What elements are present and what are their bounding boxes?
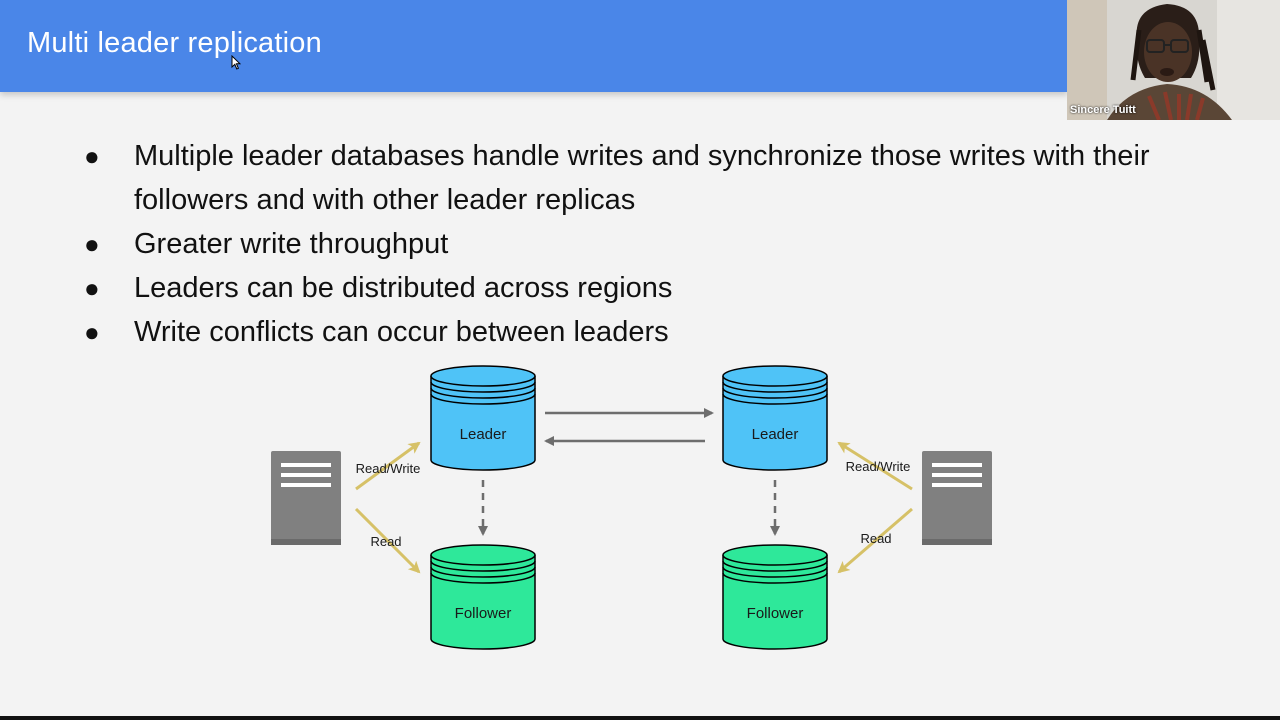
leader-right-label: Leader bbox=[752, 426, 799, 443]
leader-left-label: Leader bbox=[460, 426, 507, 443]
bullet-text: Multiple leader databases handle writes … bbox=[134, 140, 1150, 216]
participant-avatar bbox=[1067, 0, 1280, 120]
bullet-dot-icon: ● bbox=[84, 141, 100, 171]
bullet-item: ● Write conflicts can occur between leade… bbox=[82, 310, 1212, 354]
client-server-right-icon bbox=[922, 451, 992, 545]
bullet-list: ● Multiple leader databases handle writes… bbox=[82, 134, 1212, 354]
follower-left-label: Follower bbox=[455, 605, 512, 622]
bullet-text: Leaders can be distributed across region… bbox=[134, 272, 673, 304]
title-bar: Multi leader replication bbox=[0, 0, 1068, 92]
read-label-left: Read bbox=[370, 534, 401, 549]
readwrite-arrow-left bbox=[355, 441, 421, 491]
bullet-item: ● Greater write throughput bbox=[82, 222, 1212, 266]
client-server-left-icon bbox=[271, 451, 341, 545]
mouse-cursor-icon bbox=[231, 55, 241, 70]
slide-title: Multi leader replication bbox=[27, 27, 322, 59]
bullet-dot-icon: ● bbox=[84, 229, 100, 259]
read-arrow-left bbox=[354, 507, 421, 574]
bullet-text: Write conflicts can occur between leader… bbox=[134, 316, 669, 348]
follower-right-label: Follower bbox=[747, 605, 804, 622]
bullet-text: Greater write throughput bbox=[134, 228, 449, 260]
follower-db-right: Follower bbox=[722, 544, 828, 650]
read-label-right: Read bbox=[860, 531, 891, 546]
bullet-dot-icon: ● bbox=[84, 317, 100, 347]
bottom-edge bbox=[0, 716, 1280, 720]
participant-name: Sincere Tuitt bbox=[1070, 104, 1136, 116]
bullet-item: ● Multiple leader databases handle writes… bbox=[82, 134, 1212, 222]
leader-db-left: Leader bbox=[430, 365, 536, 471]
webcam-video-tile[interactable]: Sincere Tuitt bbox=[1067, 0, 1280, 120]
bullet-item: ● Leaders can be distributed across regio… bbox=[82, 266, 1212, 310]
bullet-dot-icon: ● bbox=[84, 273, 100, 303]
readwrite-label-right: Read/Write bbox=[846, 459, 911, 474]
follower-db-left: Follower bbox=[430, 544, 536, 650]
leader-db-right: Leader bbox=[722, 365, 828, 471]
read-arrow-right bbox=[837, 507, 913, 574]
readwrite-label-left: Read/Write bbox=[356, 461, 421, 476]
readwrite-arrow-right bbox=[837, 441, 913, 491]
